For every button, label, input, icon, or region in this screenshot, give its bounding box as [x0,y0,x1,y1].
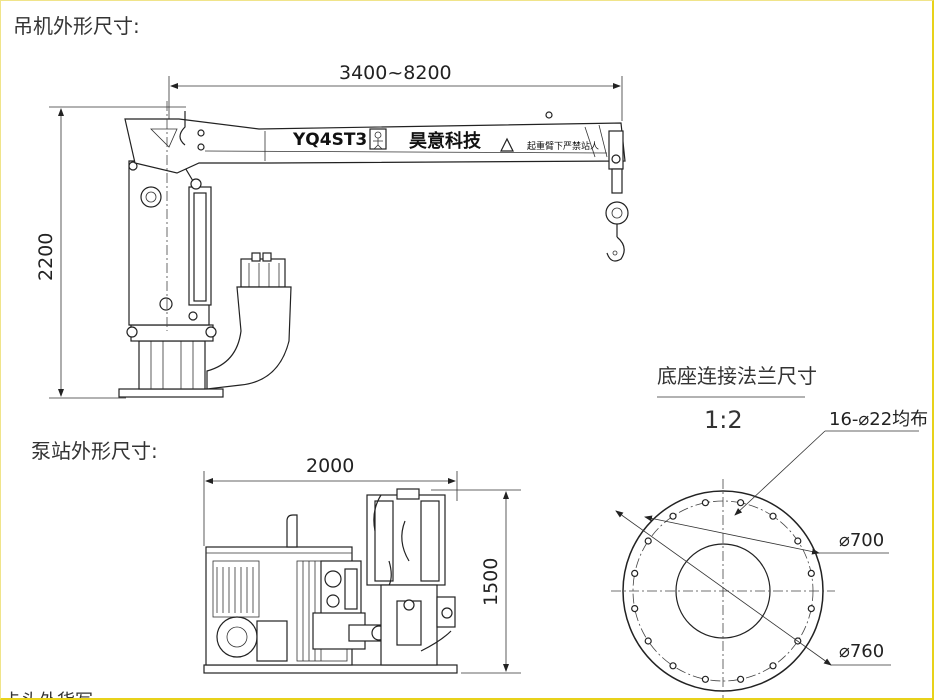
flange-bolt-hole [736,675,745,683]
pump-width-dimension: 2000 [203,455,458,546]
flange-bolt-hole [644,637,652,645]
crane-pedestal [138,340,206,390]
crane-hazard-triangle-icon [500,137,514,152]
pump-section-title: 泵站外形尺寸: [31,439,158,463]
crane-warning-text: 起重臂下严禁站人 [527,140,599,152]
flange-holes-label: 16-⌀22均布 [829,409,928,430]
flange-bolt-hole [769,662,777,670]
pump-height-dimension: 1500 [431,489,521,674]
pump-pressure-gauge-icon [324,570,342,588]
crane-width-label: 3400~8200 [339,62,452,84]
crane-slew-ring [130,324,214,342]
pump-exhaust-pipe [286,514,298,548]
pump-skid-base [203,664,458,674]
flange-bolt-hole [794,537,802,545]
cut-off-caption: 卡头外货写 [3,691,93,700]
flange-bolt-hole [701,499,710,507]
flange-bolt-hole [631,569,639,578]
pump-engine-pulley [216,616,258,658]
flange-outer-dim: ⌀760 [839,641,884,662]
flange-bolt-hole [669,512,677,520]
flange-bolt-hole [769,512,777,520]
flange-bolt-hole [669,662,677,670]
crane-boom-hook-lug [179,111,186,146]
crane-section-title: 吊机外形尺寸: [13,14,140,38]
crane-control-stand [206,252,292,390]
flange-section-title: 底座连接法兰尺寸 [657,364,817,388]
crane-brand-label: 昊意科技 [409,130,482,152]
crane-hook-block [605,201,629,225]
flange-bolt-hole [631,604,639,613]
crane-height-dimension: 2200 [35,106,186,399]
flange-bolt-hole [701,675,710,683]
flange-bolt-hole [807,604,815,613]
flange-bolt-hole [644,537,652,545]
flange-inner-dim: ⌀700 [839,530,884,551]
crane-model-label: YQ4ST3 [292,130,367,150]
pump-width-label: 2000 [306,455,354,477]
flange-drawing: 16-⌀22均布 ⌀700 ⌀760 [611,409,928,698]
crane-base-plate [118,388,224,398]
flange-bolt-hole [807,569,815,578]
pump-height-label: 1500 [480,558,502,606]
crane-height-label: 2200 [35,233,57,281]
pump-station-drawing [203,488,458,674]
crane-drawing: YQ4ST3 昊意科技 起重臂下严禁站人 [118,101,629,398]
flange-scale: 1:2 [704,406,743,434]
crane-width-dimension: 3400~8200 [168,62,623,139]
crane-hook-icon [606,236,625,262]
flange-bolt-hole [736,499,745,507]
